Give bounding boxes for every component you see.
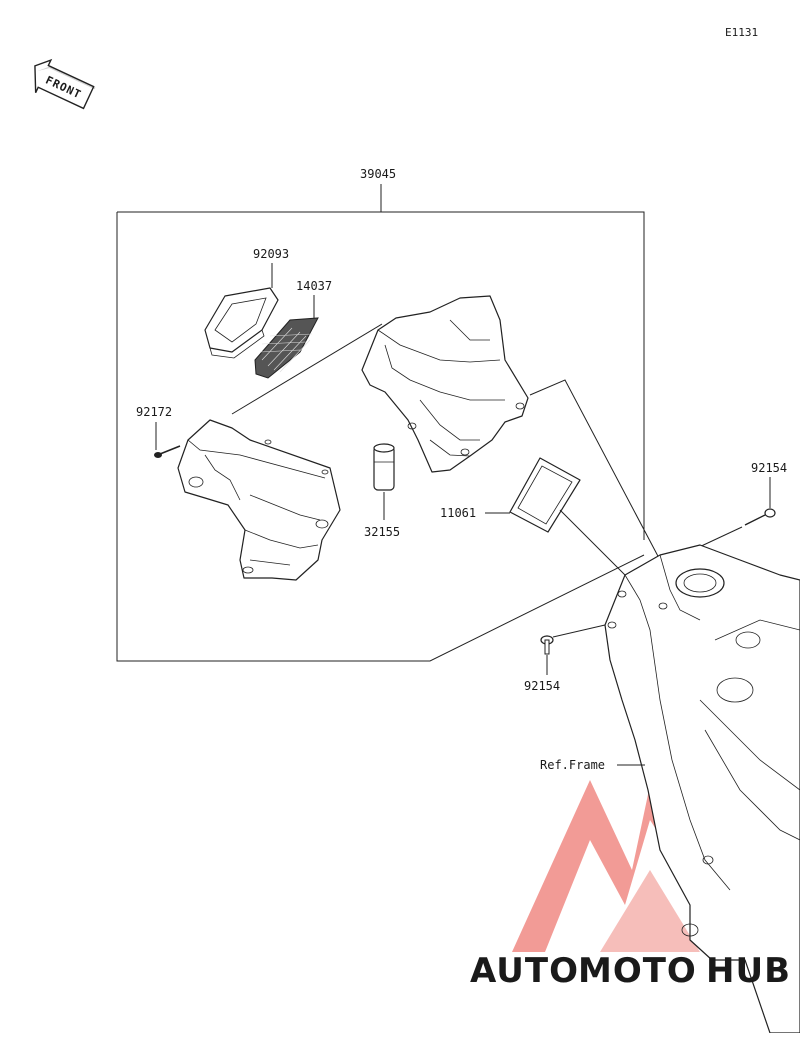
label-92154-right: 92154	[751, 461, 787, 475]
part-left-duct	[177, 419, 341, 581]
watermark-logo-icon	[512, 780, 760, 952]
front-arrow-icon: FRONT	[34, 58, 96, 110]
leader-gasket-frame	[559, 509, 631, 581]
part-14037-mesh	[254, 317, 319, 379]
part-11061-gasket	[509, 457, 581, 533]
label-92093: 92093	[253, 247, 289, 261]
part-32155-cap	[373, 443, 395, 491]
leader-duct-frame	[529, 379, 661, 561]
leader-duct-link	[231, 323, 383, 415]
assembly-label: 39045	[360, 167, 396, 181]
ref-frame-label: Ref.Frame	[540, 758, 605, 772]
leader-bolt-lower-frame	[552, 624, 606, 638]
part-92093-cover	[204, 287, 279, 359]
label-11061: 11061	[440, 506, 476, 520]
watermark-part1: AUTO	[470, 951, 579, 991]
watermark-part2: MOTO	[578, 951, 697, 991]
bolt-92154-right-icon	[744, 508, 776, 526]
assembly-bracket	[116, 184, 645, 662]
bolt-92154-lower-icon	[540, 635, 554, 655]
watermark-text: AUTO MOTO HUB	[470, 951, 791, 991]
label-32155: 32155	[364, 525, 400, 539]
label-14037: 14037	[296, 279, 332, 293]
diagram-code: E1131	[725, 26, 758, 39]
label-92154-lower: 92154	[524, 679, 560, 693]
part-frame	[604, 544, 800, 1034]
label-92172: 92172	[136, 405, 172, 419]
part-right-duct	[361, 295, 529, 473]
screw-92172-icon	[154, 445, 181, 458]
watermark-part3: HUB	[706, 951, 791, 991]
